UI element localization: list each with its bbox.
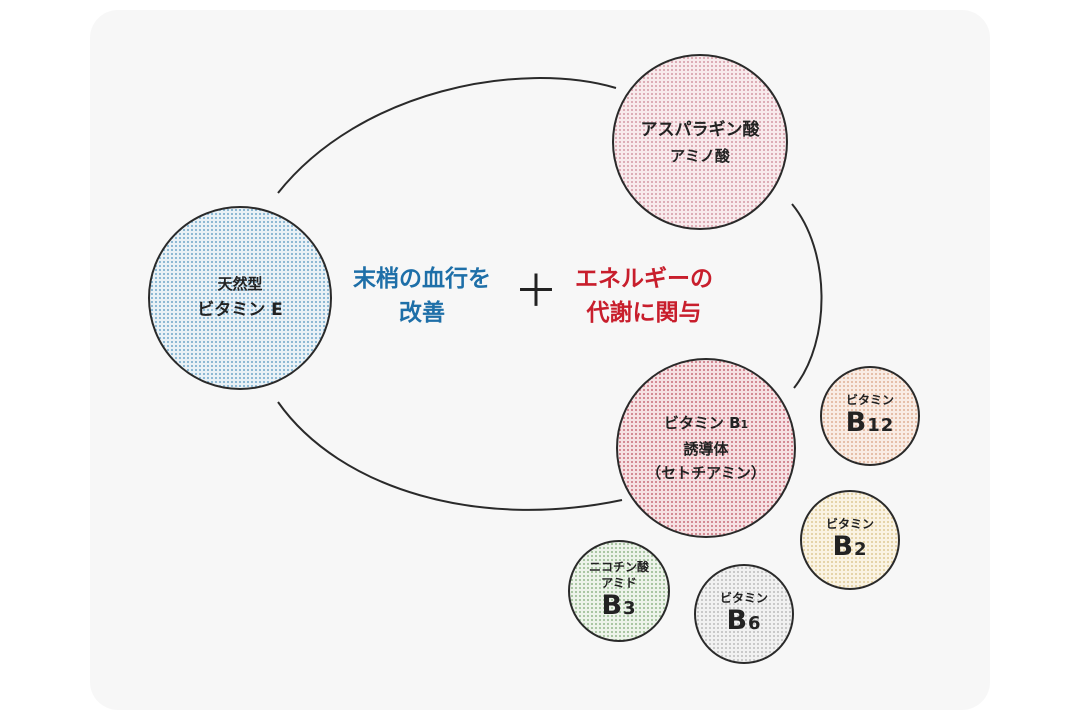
vitamin-b12-code: B12 [845,406,895,441]
aspartic-acid-line1: アスパラギン酸 [640,120,760,140]
vitamin-b3-code: B3 [601,589,637,624]
vitamin-b2-sub: 2 [854,538,868,560]
vitamin-e-circle: 天然型 ビタミン E [148,206,332,390]
vitamin-b12-sub: 12 [867,414,895,436]
blood-flow-effect: 末梢の血行を 改善 [336,262,508,330]
vitamin-b2-code: B2 [832,530,868,565]
energy-metabolism-effect: エネルギーの 代謝に関与 [556,262,732,330]
vitamin-e-line2: ビタミン E [197,300,283,320]
vitamin-b3-line1: ニコチン酸 [588,559,649,574]
vitamin-b1-main: ビタミン B [663,414,741,432]
vitamin-e-line1: 天然型 [217,275,263,293]
vitamin-b1-circle: ビタミン B1 誘導体 （セトチアミン） [616,358,796,538]
arc-top [277,77,617,194]
vitamin-b6-label: ビタミン [719,590,768,605]
energy-line2: 代謝に関与 [586,300,702,326]
plus-icon: ＋ [514,266,558,317]
arc-right [791,203,823,389]
blood-flow-line1: 末梢の血行を [353,266,491,292]
vitamin-b2-main: B [832,530,855,562]
vitamin-b6-code: B6 [726,604,762,639]
vitamin-b3-line2: アミド [601,575,637,590]
vitamin-b1-sub: 1 [740,418,749,431]
aspartic-acid-circle: アスパラギン酸 アミノ酸 [612,54,788,230]
vitamin-b3-sub: 3 [623,597,637,619]
aspartic-acid-line2: アミノ酸 [670,147,730,165]
vitamin-b2-circle: ビタミン B2 [800,490,900,590]
arc-bottom [277,401,623,511]
vitamin-b12-main: B [845,406,868,438]
vitamin-b6-sub: 6 [748,612,762,634]
vitamin-b1-line2: 誘導体 [683,440,729,458]
vitamin-b3-main: B [601,589,624,621]
vitamin-b3-circle: ニコチン酸 アミド B3 [568,540,670,642]
vitamin-b6-main: B [726,604,749,636]
vitamin-b12-label: ビタミン [845,392,894,407]
vitamin-b1-line3: （セトチアミン） [646,464,766,482]
vitamin-b12-circle: ビタミン B12 [820,366,920,466]
vitamin-b2-label: ビタミン [825,516,874,531]
vitamin-b6-circle: ビタミン B6 [694,564,794,664]
energy-line1: エネルギーの [575,266,713,292]
blood-flow-line2: 改善 [399,300,445,326]
vitamin-b1-line1: ビタミン B1 [664,411,748,437]
